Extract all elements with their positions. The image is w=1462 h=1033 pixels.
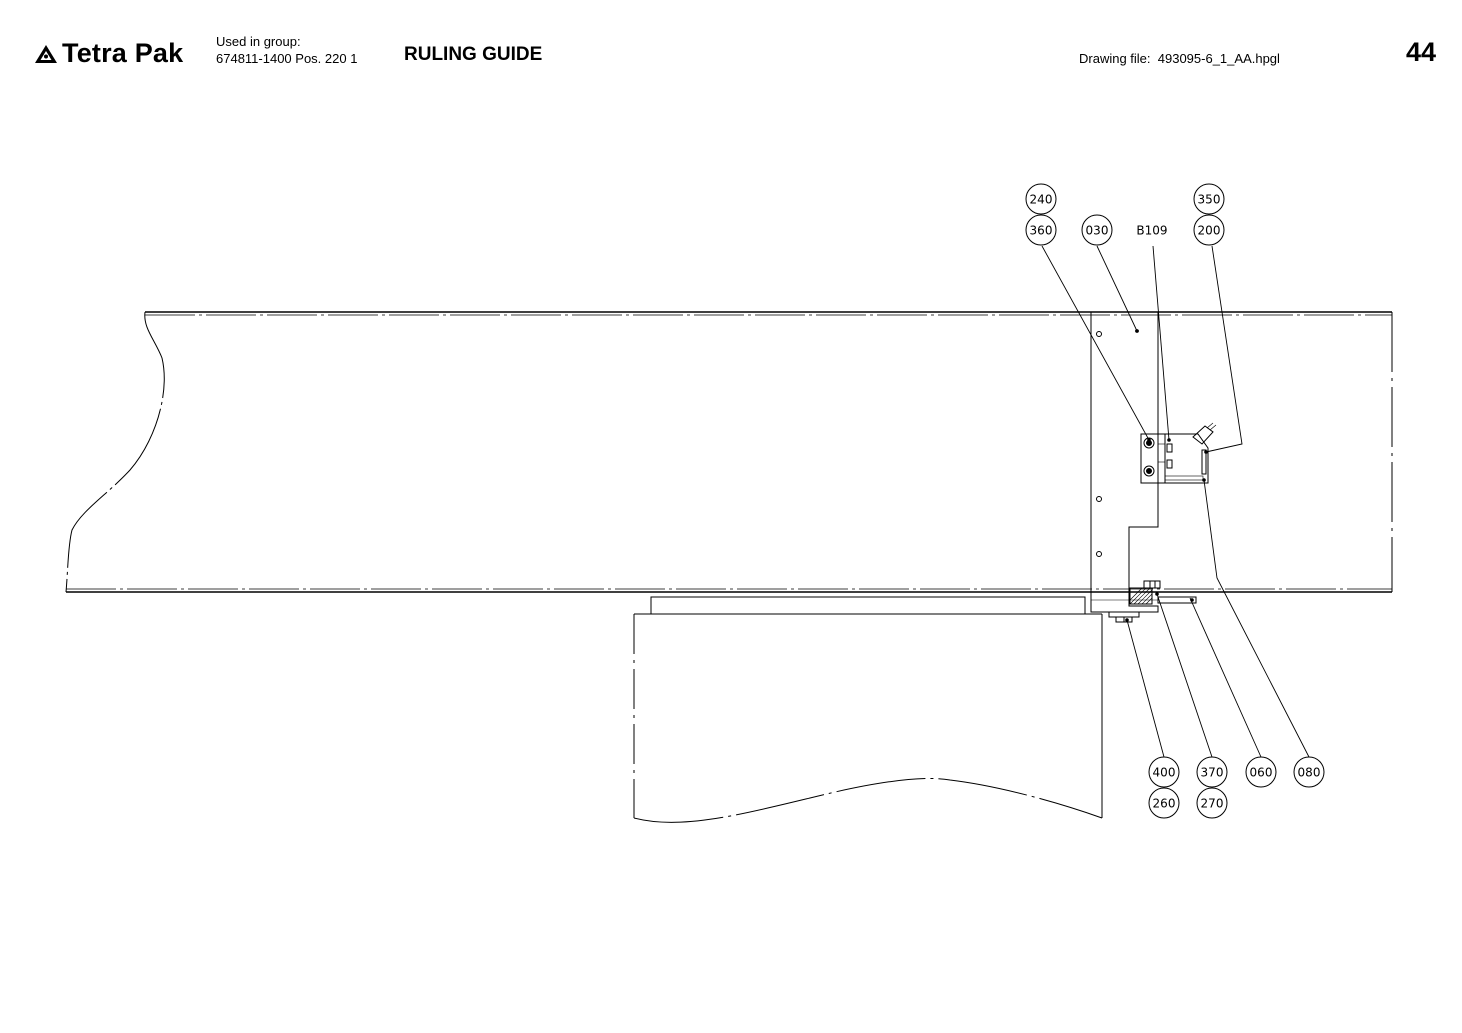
mounting-bracket: [1090, 311, 1159, 623]
callout-200: 200: [1193, 214, 1225, 246]
break-line-bottom: [633, 778, 1103, 823]
used-in-group-value: 674811-1400 Pos. 220 1: [216, 51, 358, 66]
label-b109: B109: [1136, 224, 1167, 238]
svg-text:260: 260: [1153, 797, 1176, 811]
callout-270: 270: [1196, 787, 1228, 819]
callout-400: 400: [1148, 756, 1180, 788]
tetra-pak-logo-icon: [35, 44, 57, 63]
lower-plate: [633, 596, 1103, 823]
hatched-block: [1129, 580, 1197, 605]
callout-370: 370: [1196, 756, 1228, 788]
leader-lines: [1041, 245, 1310, 758]
svg-text:270: 270: [1201, 797, 1224, 811]
callout-360: 360: [1025, 214, 1057, 246]
svg-text:080: 080: [1298, 766, 1321, 780]
svg-text:240: 240: [1030, 193, 1053, 207]
page-header: Tetra Pak Used in group: 674811-1400 Pos…: [0, 0, 1462, 100]
brand: Tetra Pak: [33, 38, 183, 69]
svg-text:200: 200: [1198, 224, 1221, 238]
svg-text:B109: B109: [1136, 224, 1167, 238]
break-line-left: [65, 311, 165, 593]
drawing-file: Drawing file: 493095-6_1_AA.hpgl: [1079, 51, 1280, 66]
page-title: RULING GUIDE: [404, 44, 543, 65]
brand-name: Tetra Pak: [62, 38, 184, 68]
callout-260: 260: [1148, 787, 1180, 819]
svg-text:400: 400: [1153, 766, 1176, 780]
svg-text:060: 060: [1250, 766, 1273, 780]
callout-080: 080: [1293, 756, 1325, 788]
callout-030: 030: [1081, 214, 1113, 246]
svg-text:360: 360: [1030, 224, 1053, 238]
callout-240: 240: [1025, 183, 1057, 215]
used-in-group-label: Used in group:: [216, 34, 301, 49]
sensor-assembly: [1140, 422, 1217, 484]
drawing-file-value: 493095-6_1_AA.hpgl: [1157, 51, 1280, 66]
svg-text:350: 350: [1198, 193, 1221, 207]
svg-text:030: 030: [1086, 224, 1109, 238]
callout-060: 060: [1245, 756, 1277, 788]
page-number: 44: [1405, 37, 1436, 67]
callout-350: 350: [1193, 183, 1225, 215]
svg-text:370: 370: [1201, 766, 1224, 780]
drawing-file-label: Drawing file:: [1079, 51, 1151, 66]
ruling-guide-bar: [65, 311, 1393, 593]
